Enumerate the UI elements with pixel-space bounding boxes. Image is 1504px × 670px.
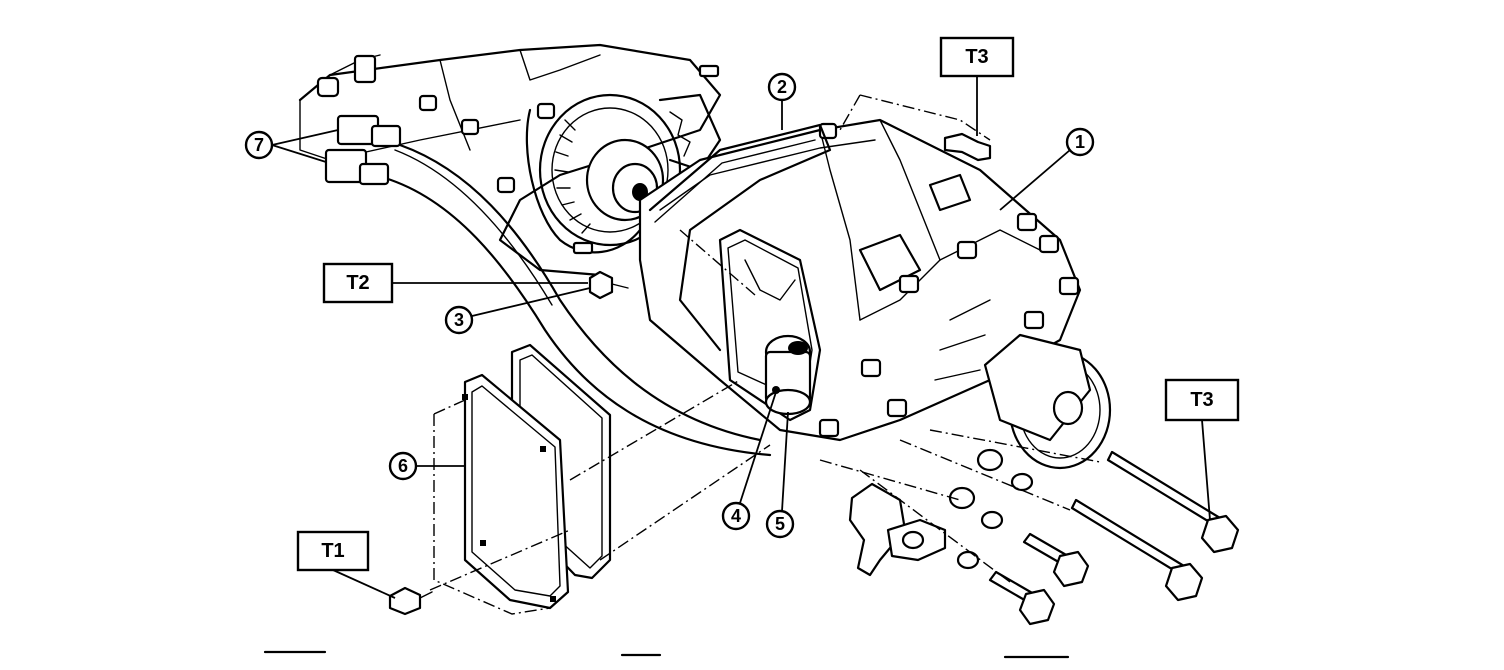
transfer-case-body [638,118,1112,470]
shift-sensor [764,334,812,416]
callout-number: 5 [775,514,785,534]
callout-number: 6 [398,456,408,476]
torque-label-t3-top: T3 [939,36,1015,136]
callout-6: 6 [388,451,466,481]
callout-number: 2 [777,77,787,97]
torque-label-text: T2 [346,272,369,294]
extension-case-gasket [648,123,832,422]
scan-marks [263,650,1070,659]
callout-2: 2 [767,72,797,130]
assembly-lines [429,94,1101,591]
callout-5: 5 [765,411,795,539]
torque-label-t3-right: T3 [1164,378,1240,521]
torque-label-text: T3 [965,46,988,68]
bolt-set-right [948,448,1240,626]
bracket [848,482,947,577]
cover-plate [433,373,570,615]
wiring-harness [324,114,772,457]
torque-label-t1: T1 [296,530,396,599]
callout-7: 7 [244,129,339,163]
callout-number: 4 [731,506,741,526]
torque-label-text: T1 [321,540,344,562]
callout-4: 4 [721,391,777,531]
callout-3: 3 [444,287,591,335]
torque-label-t2: T2 [322,262,588,304]
bolt-t2 [588,270,629,300]
torque-label-text: T3 [1190,389,1213,411]
callout-1: 1 [999,127,1095,211]
bolt-t3-top [943,132,992,162]
callout-number: 1 [1075,132,1085,152]
callout-number: 3 [454,310,464,330]
callout-number: 7 [254,135,264,155]
bolt-t1 [388,586,433,616]
